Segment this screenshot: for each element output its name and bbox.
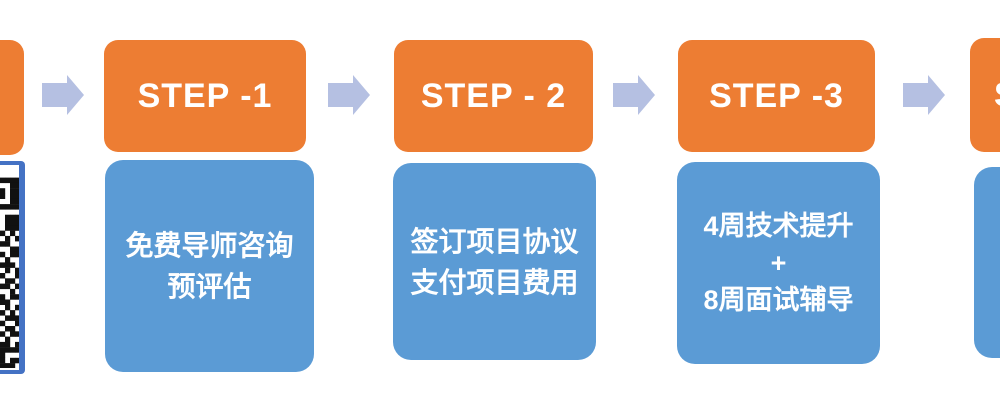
step1-title: STEP -1 [137, 76, 273, 115]
step4-title: STEP -4 [970, 38, 1000, 152]
step2-header: STEP - 2 [394, 40, 593, 152]
step4-body-partial [974, 167, 1000, 358]
step3-body: 4周技术提升 + 8周面试辅导 [677, 162, 880, 364]
step3-header: STEP -3 [678, 40, 875, 152]
arrow-right-icon [613, 75, 655, 115]
step1-body: 免费导师咨询 预评估 [105, 160, 314, 372]
arrow-right-icon [42, 75, 84, 115]
arrow-right-icon [328, 75, 370, 115]
step2-line: 支付项目费用 [410, 266, 579, 298]
step0-header-partial [0, 40, 24, 155]
qr-code [0, 177, 19, 368]
step1-line: 免费导师咨询 [125, 230, 294, 261]
step2-body: 签订项目协议 支付项目费用 [393, 163, 596, 360]
step1-header: STEP -1 [104, 40, 306, 152]
step2-title: STEP - 2 [420, 76, 567, 115]
step1-line: 预评估 [167, 271, 252, 302]
step3-line: 4周技术提升 [703, 210, 854, 241]
step3-line: + [770, 247, 787, 278]
step2-line: 签订项目协议 [410, 225, 579, 257]
step4-header-partial: STEP -4 [970, 38, 1000, 152]
step3-line: 8周面试辅导 [703, 284, 854, 315]
step3-title: STEP -3 [709, 76, 844, 115]
arrow-right-icon [903, 75, 945, 115]
